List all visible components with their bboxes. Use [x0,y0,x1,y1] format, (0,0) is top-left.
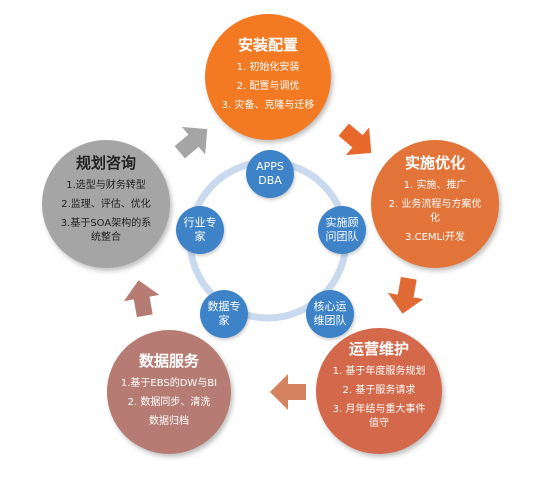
install-config-title: 安装配置 [237,36,298,54]
list-item: 2. 数据同步、清洗 [127,397,211,408]
apps-dba-node: APPS DBA [246,150,294,198]
data-service-title: 数据服务 [138,352,199,370]
data-expert-label: 数据专家 [207,300,241,327]
apps-dba-label: APPS DBA [256,160,284,187]
arrow-consult-to-install-icon [174,126,208,159]
implement-optimize-circle: 实施优化 1. 实施、推广 2. 业务流程与方案优化 3.CEMLi开发 [371,140,499,268]
arrow-data-to-consult-icon [123,280,160,318]
list-item: 3. 灾备、克隆与迁移 [221,100,315,111]
list-item: 1. 实施、推广 [403,180,467,191]
install-config-circle: 安装配置 1. 初始化安装 2. 配置与调优 3. 灾备、克隆与迁移 [205,14,331,140]
list-item: 2. 基于服务请求 [342,385,416,396]
implementation-team-label: 实施顾问团队 [325,216,359,243]
install-config-list: 1. 初始化安装 2. 配置与调优 3. 灾备、克隆与迁移 [222,61,315,118]
data-service-circle: 数据服务 1.基于EBS的DW与BI 2. 数据同步、清洗 数据归档 [107,330,231,454]
data-service-list: 1.基于EBS的DW与BI 2. 数据同步、清洗 数据归档 [121,377,217,434]
operations-list: 1. 基于年度服务规划 2. 基于服务请求 3. 月年结与重大事件值守 [332,365,426,436]
implementation-team-node: 实施顾问团队 [318,206,366,254]
list-item: 3. 月年结与重大事件值守 [332,404,426,429]
list-item: 1.选型与财务转型 [66,180,146,191]
list-item: 1.基于EBS的DW与BI [120,378,218,389]
list-item: 3.CEMLi开发 [405,232,465,243]
arrow-ops-to-data-icon [270,374,306,410]
list-item: 2. 配置与调优 [236,81,300,92]
industry-expert-node: 行业专家 [176,206,224,254]
list-item: 1. 基于年度服务规划 [332,366,426,377]
list-item: 数据归档 [148,416,189,427]
list-item: 3.基于SOA架构的系统整合 [60,218,152,243]
arrow-implement-to-ops-icon [387,276,424,314]
operations-circle: 运营维护 1. 基于年度服务规划 2. 基于服务请求 3. 月年结与重大事件值守 [316,328,442,454]
list-item: 2. 业务流程与方案优化 [388,199,482,224]
list-item: 2.监理、评估、优化 [61,199,151,210]
core-ops-team-node: 核心运维团队 [306,290,354,338]
planning-consult-title: 规划咨询 [75,154,136,172]
core-ops-team-label: 核心运维团队 [313,300,347,327]
arrow-install-to-implement-icon [338,123,372,156]
implement-optimize-title: 实施优化 [404,154,465,172]
list-item: 1. 初始化安装 [236,62,300,73]
data-expert-node: 数据专家 [200,290,248,338]
industry-expert-label: 行业专家 [183,216,217,243]
operations-title: 运营维护 [348,340,409,358]
implement-optimize-list: 1. 实施、推广 2. 业务流程与方案优化 3.CEMLi开发 [387,179,483,250]
planning-consult-list: 1.选型与财务转型 2.监理、评估、优化 3.基于SOA架构的系统整合 [56,179,156,250]
planning-consult-circle: 规划咨询 1.选型与财务转型 2.监理、评估、优化 3.基于SOA架构的系统整合 [42,140,170,268]
